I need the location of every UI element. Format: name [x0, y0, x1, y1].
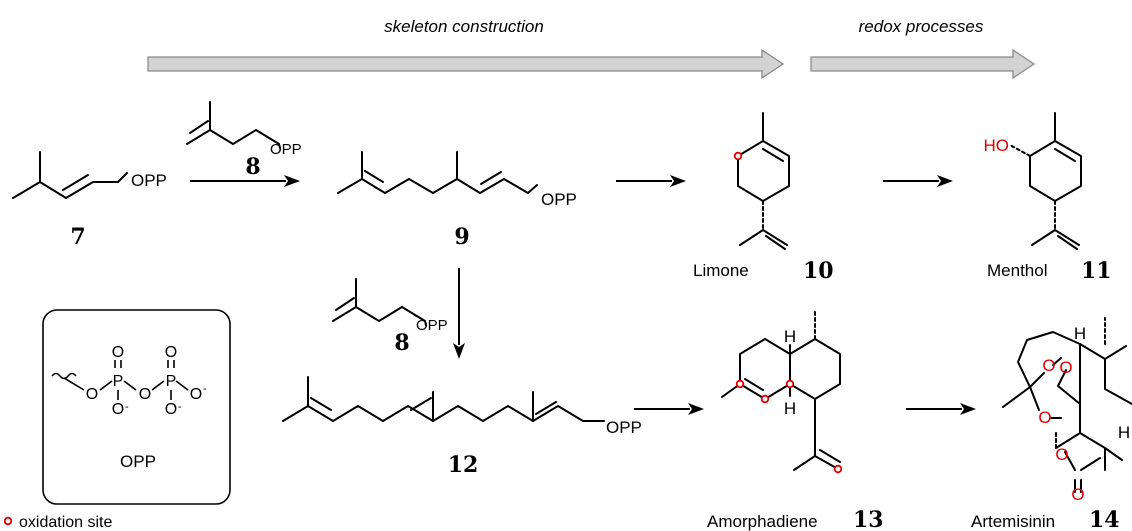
oxidation-site-marker: [785, 379, 795, 389]
compound-13-name: Amorphadiene: [707, 512, 818, 531]
compound-12-structure: [282, 376, 605, 422]
compound-10-structure: [737, 112, 790, 250]
opp-p-1: P: [113, 373, 124, 390]
opp-o-top-2: O: [165, 344, 177, 361]
compound-8b-structure: [332, 278, 427, 326]
compound-8b-number: 8: [394, 330, 409, 356]
compound-13-number: 13: [853, 507, 884, 531]
compound-9-structure: [337, 151, 538, 194]
compound-13-h-bottom: H: [784, 399, 796, 418]
compound-7-opp: OPP: [131, 171, 167, 190]
compound-7-structure: [12, 151, 128, 199]
compound-14-h-top: H: [1074, 324, 1086, 343]
opp-o-top-1: O: [112, 344, 124, 361]
compound-14-o-2: O: [1059, 358, 1072, 377]
compound-9-opp: OPP: [541, 190, 577, 209]
opp-box-label: OPP: [120, 452, 156, 471]
arrow-13-to-14: [906, 403, 976, 415]
arrow-9-to-12: [453, 268, 465, 359]
compound-11-name: Menthol: [987, 261, 1047, 280]
compound-7-number: 7: [70, 224, 85, 250]
opp-structure-box: [42, 309, 231, 505]
compound-13-h-top: H: [784, 327, 796, 346]
compound-8b-opp: OPP: [416, 317, 448, 334]
legend-oxidation-marker: [3, 516, 13, 526]
opp-minus-2: -: [178, 401, 182, 413]
stage-label-redox: redox processes: [859, 17, 984, 36]
compound-11-hydroxyl: HO: [984, 136, 1010, 155]
compound-10-name: Limone: [693, 261, 749, 280]
arrow-7-to-9: [190, 175, 300, 187]
compound-14-name: Artemisinin: [971, 512, 1055, 531]
compound-11-number: 11: [1081, 258, 1112, 284]
compound-14-o-1: O: [1042, 356, 1055, 375]
arrow-9-to-10: [616, 175, 686, 187]
opp-o-bottom-2: O: [165, 401, 177, 418]
compound-12-number: 12: [448, 452, 479, 478]
opp-o-end: O: [190, 386, 202, 403]
stage-arrow-redox: [810, 48, 1036, 80]
compound-11-structure: [1009, 112, 1082, 250]
opp-o-bottom-1: O: [112, 401, 124, 418]
compound-8a-opp: OPP: [270, 141, 302, 158]
opp-o-bridge-2: O: [139, 386, 151, 403]
compound-12-opp: OPP: [606, 418, 642, 437]
arrow-12-to-13: [634, 403, 704, 415]
opp-p-2: P: [166, 373, 177, 390]
stage-label-skeleton: skeleton construction: [384, 17, 544, 36]
oxidation-site-marker: [833, 464, 843, 474]
oxidation-site-marker: [733, 151, 743, 161]
compound-14-o-4: O: [1055, 445, 1068, 464]
compound-8a-number: 8: [245, 154, 260, 180]
compound-13-structure: [721, 310, 841, 471]
oxidation-site-marker: [760, 394, 770, 404]
compound-14-number: 14: [1089, 507, 1120, 531]
compound-8a-structure: [186, 101, 281, 149]
opp-o-bridge-1: O: [86, 386, 98, 403]
oxidation-site-marker: [735, 379, 745, 389]
arrow-10-to-11: [883, 175, 953, 187]
opp-minus-3: -: [203, 383, 207, 395]
legend-oxidation-text: oxidation site: [19, 514, 112, 531]
compound-9-number: 9: [454, 224, 469, 250]
compound-14-structure: [1002, 317, 1132, 493]
compound-14-o-3: O: [1038, 408, 1051, 427]
opp-minus-1: -: [125, 401, 129, 413]
compound-10-number: 10: [803, 258, 834, 284]
compound-14-h-right: H: [1118, 423, 1130, 442]
compound-14-o-5: O: [1071, 485, 1084, 504]
stage-arrow-skeleton: [147, 48, 785, 80]
